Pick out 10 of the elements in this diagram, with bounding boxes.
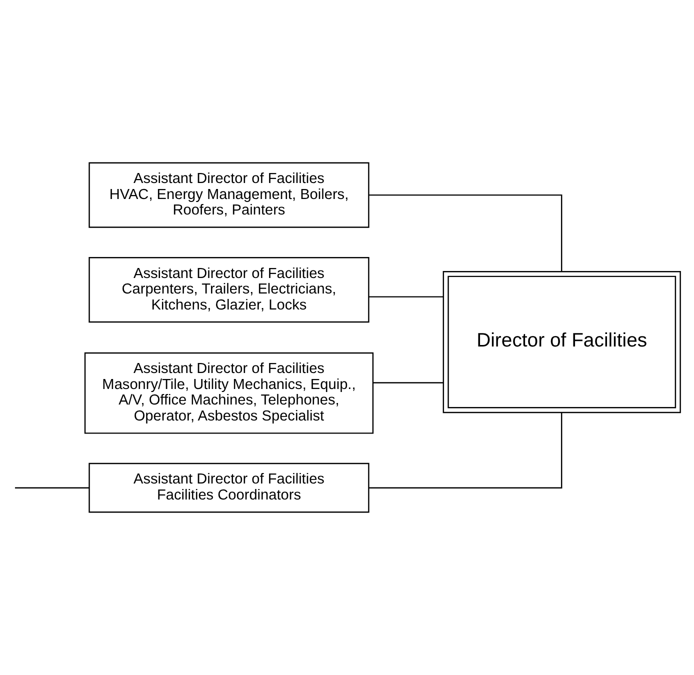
node-box: Assistant Director of Facilities HVAC, Energy Management, Boilers, Roofers, Painters <box>88 162 370 228</box>
connector <box>368 296 444 298</box>
connector <box>369 412 562 488</box>
connector <box>369 194 562 272</box>
connector <box>373 382 444 384</box>
node-box: Assistant Director of Facilities Carpenters, Trailers, Electricians, Kitchens, Glazier, Locks <box>88 257 370 323</box>
connector <box>15 487 90 488</box>
node-box: Director of Facilities <box>442 270 681 414</box>
node-box: Assistant Director of Facilities Masonry/Tile, Utility Mechanics, Equip., A/V, Office Machines, Telephones, Operator, Asbestos Specialist <box>84 352 374 434</box>
node-box: Assistant Director of Facilities Facilities Coordinators <box>88 462 370 513</box>
